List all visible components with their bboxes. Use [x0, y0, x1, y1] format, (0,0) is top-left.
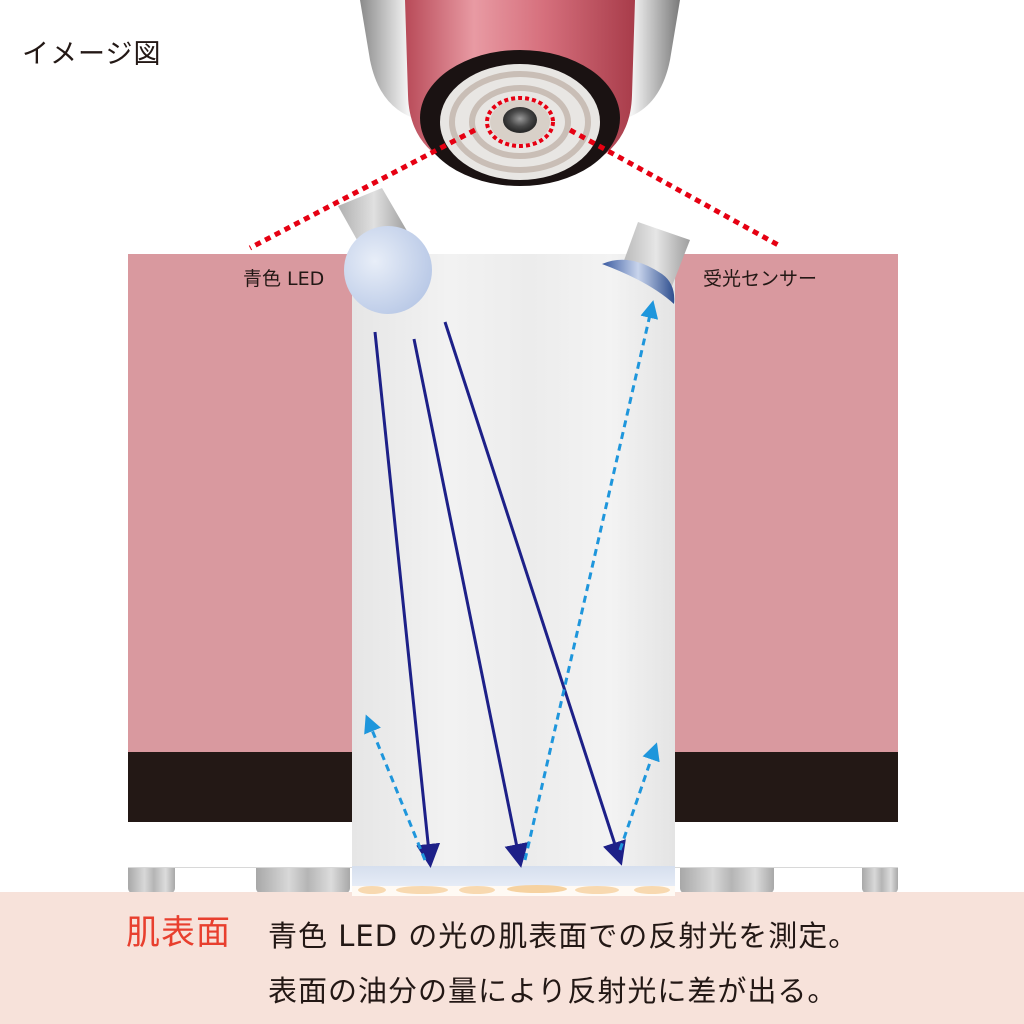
sensor-label: 受光センサー [703, 268, 818, 290]
light-sensor-icon [602, 222, 690, 304]
left-foot-1 [128, 868, 175, 894]
sebum-droplets [352, 885, 675, 896]
incident-ray-1 [373, 331, 441, 868]
caption-heading: 肌表面 [126, 913, 231, 953]
reflected-ray-1 [364, 714, 427, 861]
left-foot-2 [256, 868, 350, 894]
light-rays [364, 300, 660, 868]
caption-line-1: 青色 LED の光の肌表面での反射光を測定。 [268, 919, 859, 953]
right-dark-layer [675, 752, 898, 822]
right-foot-1 [680, 868, 774, 894]
led-label: 青色 LED [243, 268, 325, 290]
right-white-layer [675, 822, 898, 868]
incident-ray-3 [443, 321, 626, 866]
sebum-film [352, 866, 675, 886]
reflected-ray-2 [523, 300, 659, 861]
dotted-guide-lines [248, 127, 782, 251]
reflected-ray-3 [618, 742, 660, 851]
skin-surface [0, 892, 1024, 1024]
skin-sensor-device-icon [360, 0, 680, 186]
incident-ray-2 [412, 338, 529, 868]
left-pink-layer [128, 254, 352, 752]
left-dark-layer [128, 752, 352, 822]
measurement-gap [352, 254, 675, 872]
right-pink-layer [675, 254, 898, 752]
left-white-layer [128, 822, 352, 868]
right-foot-2 [862, 868, 898, 894]
diagram-title: イメージ図 [22, 39, 162, 70]
blue-led-icon [338, 188, 432, 314]
caption-line-2: 表面の油分の量により反射光に差が出る。 [268, 974, 838, 1008]
